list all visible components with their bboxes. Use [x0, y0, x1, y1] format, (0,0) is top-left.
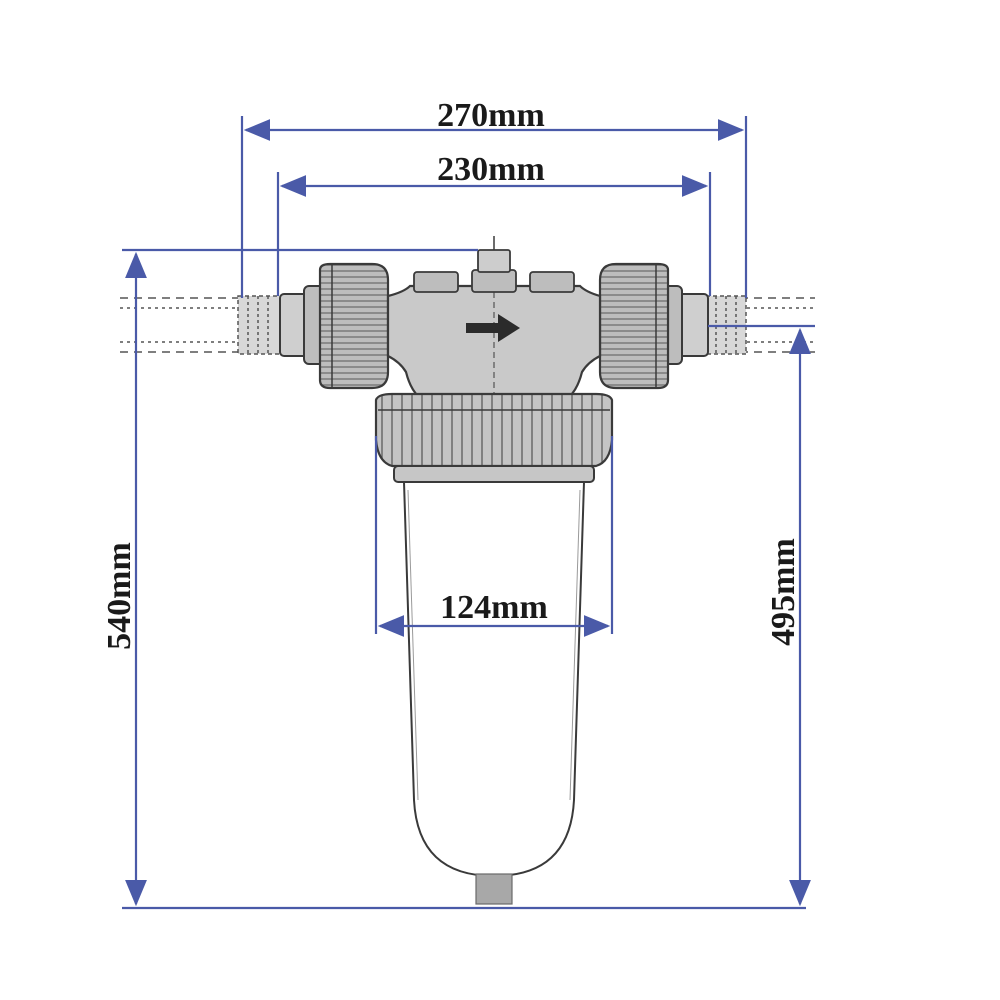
connection-width-label: 230mm	[437, 151, 545, 188]
inlet-pipe	[120, 295, 283, 355]
overall-width-label: 270mm	[437, 97, 545, 134]
flow-direction-arrow-icon	[466, 314, 520, 342]
outlet-connector	[598, 262, 709, 390]
filter-bowl	[402, 481, 586, 905]
height-below-inlet-label: 495mm	[765, 538, 802, 646]
bowl-diameter-label: 124mm	[440, 589, 548, 626]
filter-head	[386, 236, 602, 398]
bowl-ring	[374, 392, 614, 483]
dimension-lines	[122, 116, 815, 910]
inlet-connector	[279, 262, 390, 390]
total-height-label: 540mm	[101, 542, 138, 650]
